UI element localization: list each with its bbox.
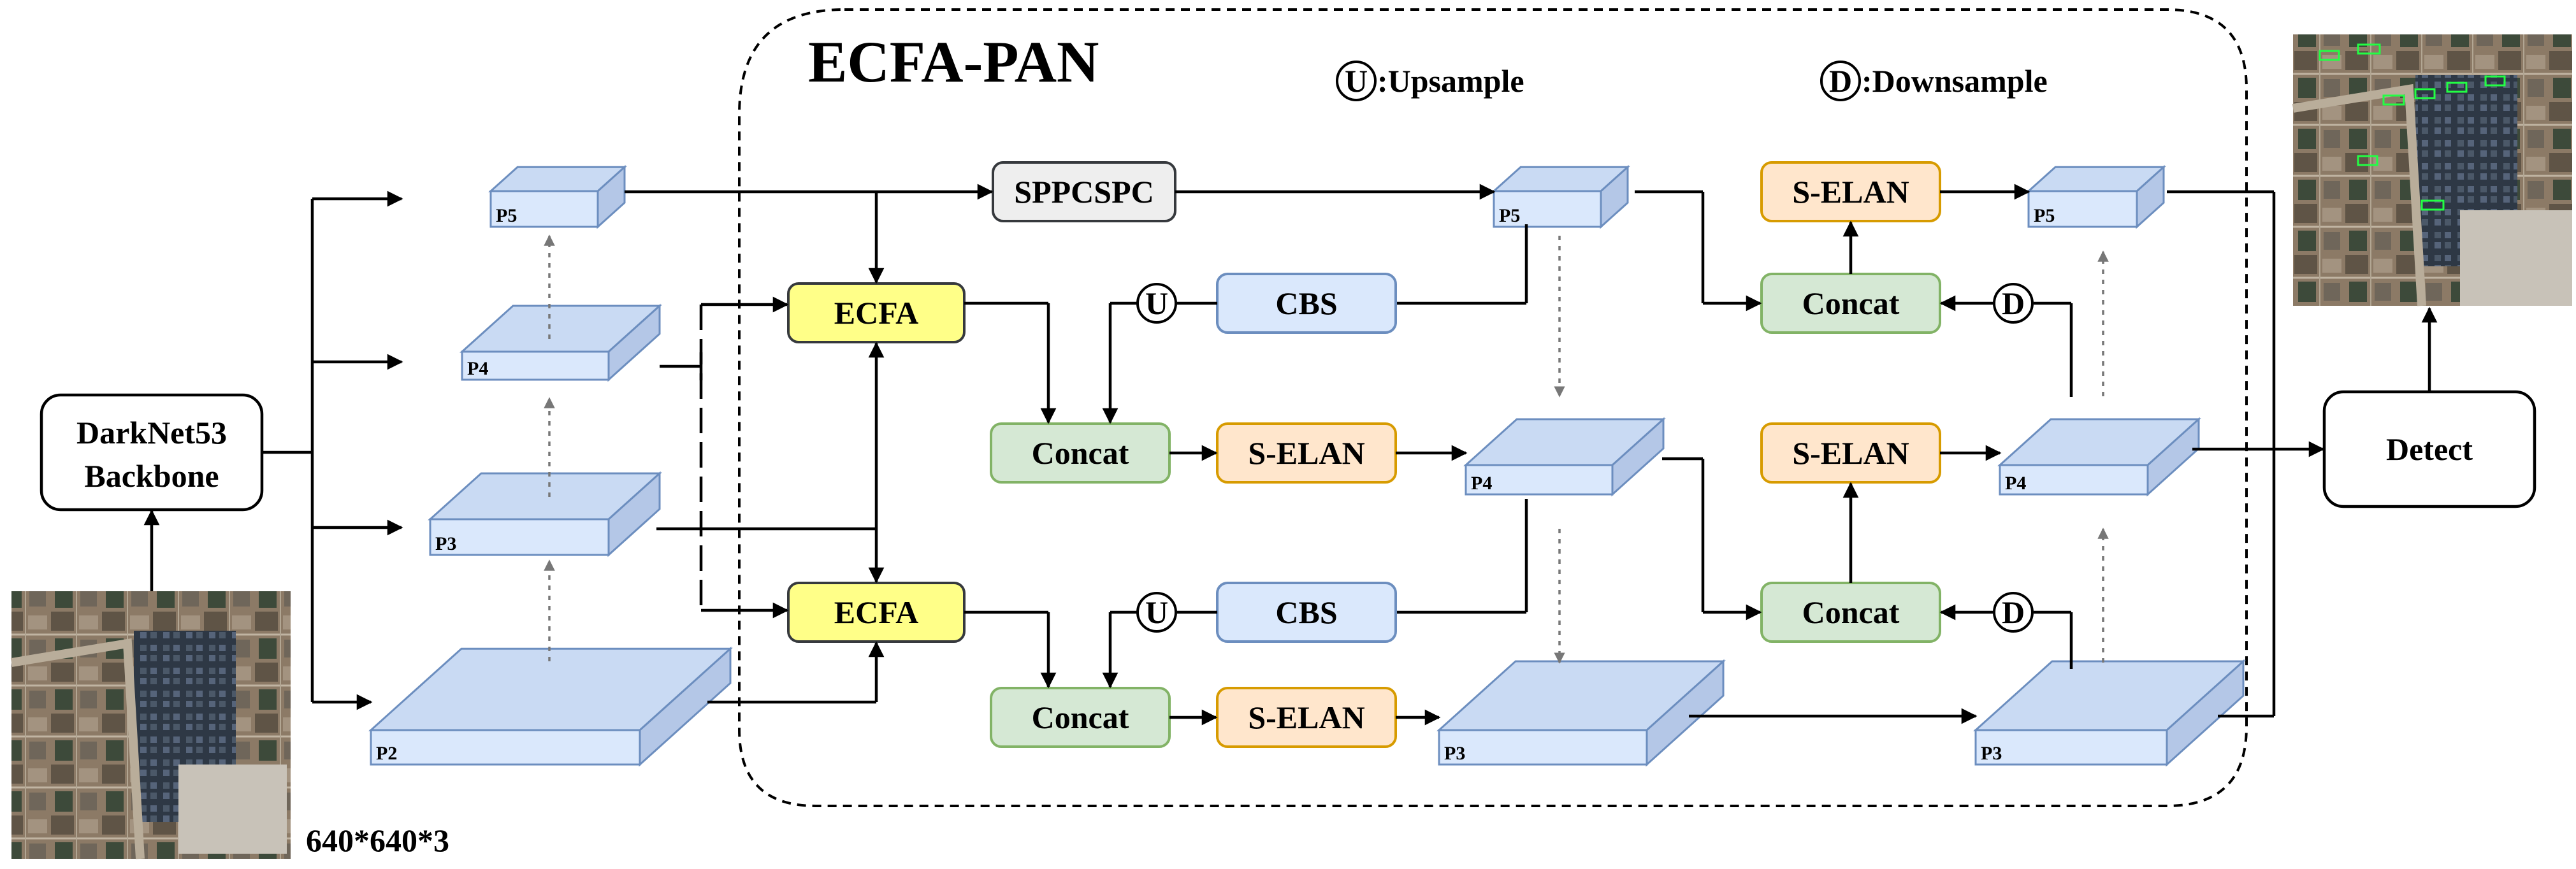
downsample-circle-icon [1993, 592, 2034, 633]
ecfa-module-top: ECFA [787, 282, 966, 343]
selan-right-top-label: S-ELAN [1792, 174, 1909, 210]
selan-module-right-mid: S-ELAN [1760, 422, 1941, 484]
ecfa-module-bottom: ECFA [787, 582, 966, 643]
detection-box [2420, 199, 2445, 211]
feature-map-label: P5 [496, 205, 517, 226]
cbs-bottom-label: CBS [1275, 594, 1337, 630]
legend-upsample-symbol: U [1345, 63, 1368, 99]
feature-map-cube: P3 [1973, 659, 2246, 767]
legend-downsample-label: :Downsample [1862, 63, 2048, 99]
concat-mid-top-label: Concat [1032, 435, 1129, 471]
detection-box [2414, 88, 2436, 99]
cube-front-face [1438, 729, 1648, 766]
cube-front-face [2027, 190, 2138, 228]
cbs-module-top: CBS [1216, 273, 1397, 334]
cbs-top-label: CBS [1275, 285, 1337, 321]
detection-box [2446, 82, 2468, 93]
downsample-circle-icon [1820, 61, 1861, 101]
feature-map-label: P4 [467, 358, 488, 379]
upsample-bottom-symbol: U [1145, 594, 1168, 630]
backbone-box: DarkNet53 Backbone [40, 393, 264, 512]
feature-map-label: P3 [435, 533, 456, 554]
detection-box [2357, 155, 2378, 166]
feature-map-cube: P5 [2026, 164, 2166, 229]
input-image [10, 591, 291, 859]
feature-map-cube: P4 [1997, 417, 2201, 497]
downsample-top-symbol: D [2002, 285, 2025, 321]
feature-map-cube: P4 [459, 303, 662, 382]
selan-right-mid-label: S-ELAN [1792, 435, 1909, 471]
output-image [2292, 34, 2572, 306]
ecfa-top-label: ECFA [834, 295, 918, 331]
selan-mid-top-label: S-ELAN [1248, 435, 1364, 471]
cube-front-face [1493, 190, 1602, 228]
feature-map-cube: P3 [1436, 659, 1726, 767]
connections [143, 183, 2438, 726]
feature-map-cube: P3 [428, 471, 662, 557]
concat-right-top-label: Concat [1802, 285, 1900, 321]
legend-upsample-label: :Upsample [1377, 63, 1524, 99]
feature-map-label: P3 [1444, 743, 1465, 764]
cube-front-face [1465, 464, 1614, 496]
ecfa-pan-region [738, 8, 2248, 807]
diagram-title: ECFA-PAN [808, 29, 1099, 94]
backbone-label-line2: Backbone [84, 458, 219, 494]
legend-downsample-symbol: D [1829, 63, 1852, 99]
upsample-node-bottom: U [1136, 592, 1177, 633]
selan-module-right-top: S-ELAN [1760, 161, 1941, 222]
concat-module-mid-bottom: Concat [990, 687, 1171, 748]
sppcspc-label: SPPCSPC [1014, 174, 1154, 210]
selan-module-mid-top: S-ELAN [1216, 422, 1397, 484]
feature-map-label: P4 [2005, 473, 2026, 494]
feature-map-cube: P5 [1491, 164, 1630, 229]
cube-front-face [1999, 464, 2149, 496]
selan-mid-bottom-label: S-ELAN [1248, 700, 1364, 735]
downsample-circle-icon [1993, 283, 2034, 324]
concat-module-right-bottom: Concat [1760, 582, 1941, 643]
feature-map-label: P2 [376, 743, 397, 764]
detection-box [2484, 75, 2506, 87]
cube-front-face [489, 190, 599, 228]
feature-map-label: P5 [2034, 205, 2055, 226]
upsample-top-symbol: U [1145, 285, 1168, 321]
selan-module-mid-bottom: S-ELAN [1216, 687, 1397, 748]
upsample-node-top: U [1136, 283, 1177, 324]
upsample-circle-icon [1336, 61, 1377, 101]
cube-front-face [1974, 729, 2168, 766]
concat-module-right-top: Concat [1760, 273, 1941, 334]
feature-map-cube: P4 [1463, 417, 1666, 497]
sppcspc-module: SPPCSPC [992, 161, 1176, 222]
feature-map-cube: P5 [488, 164, 627, 229]
legend-upsample: U :Upsample [1336, 61, 1524, 101]
concat-right-bottom-label: Concat [1802, 594, 1900, 630]
cube-front-face [429, 518, 610, 556]
downsample-node-bottom: D [1993, 592, 2034, 633]
backbone-label-line1: DarkNet53 [76, 415, 227, 450]
feature-map-label: P4 [1471, 473, 1492, 494]
feature-map-label: P3 [1981, 743, 2002, 764]
cube-front-face [370, 729, 641, 766]
ecfa-bottom-label: ECFA [834, 594, 918, 630]
cube-front-face [461, 350, 610, 381]
input-size-label: 640*640*3 [306, 822, 449, 858]
feature-map-cube: P2 [368, 646, 733, 767]
downsample-node-top: D [1993, 283, 2034, 324]
legend-downsample: D :Downsample [1820, 61, 2048, 101]
detection-box [2382, 94, 2405, 106]
detect-label: Detect [2386, 431, 2473, 467]
detection-box [2319, 50, 2340, 61]
detect-module: Detect [2322, 390, 2536, 508]
detection-box [2357, 43, 2381, 55]
concat-mid-bottom-label: Concat [1032, 700, 1129, 735]
concat-module-mid-top: Concat [990, 422, 1171, 484]
feature-map-label: P5 [1499, 205, 1520, 226]
cbs-module-bottom: CBS [1216, 582, 1397, 643]
downsample-bottom-symbol: D [2002, 594, 2025, 630]
